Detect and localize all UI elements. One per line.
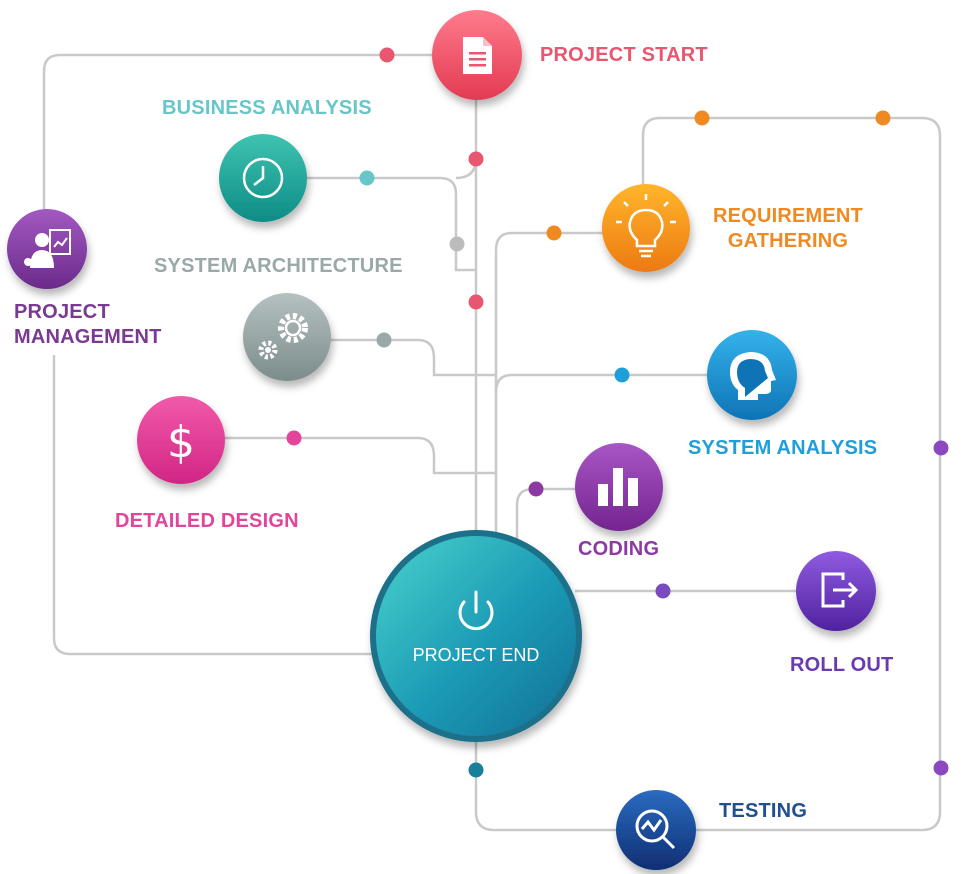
system-architecture-label: SYSTEM ARCHITECTURE <box>154 255 403 277</box>
business-analysis-node[interactable] <box>219 134 307 222</box>
roll-out-node[interactable] <box>796 551 876 631</box>
roll-out-label: ROLL OUT <box>790 654 894 676</box>
connector-dots <box>286 47 949 778</box>
gears-icon <box>258 313 308 360</box>
manager-icon <box>24 229 71 268</box>
head-icon <box>730 352 776 400</box>
system-analysis-label: SYSTEM ANALYSIS <box>688 437 878 459</box>
project-start-label: PROJECT START <box>540 44 708 66</box>
coding-node[interactable] <box>575 443 663 531</box>
project-end-node[interactable] <box>370 530 582 742</box>
project-management-node[interactable] <box>7 209 87 289</box>
detailed-design-node[interactable]: $ <box>137 396 225 484</box>
project-start-node[interactable] <box>432 10 522 100</box>
project-management-label: PROJECT MANAGEMENT <box>14 301 162 348</box>
connector-lines <box>42 53 942 832</box>
bar-chart-icon <box>598 468 638 506</box>
dollar-icon: $ <box>167 417 195 468</box>
power-icon <box>458 590 494 631</box>
project-end-label: PROJECT END <box>412 645 540 665</box>
document-icon <box>463 37 492 74</box>
requirement-gathering-label: REQUIREMENT GATHERING <box>713 205 863 252</box>
coding-label: CODING <box>578 538 660 560</box>
requirement-gathering-node[interactable] <box>602 184 690 272</box>
testing-node[interactable] <box>616 790 696 870</box>
system-architecture-node[interactable] <box>243 293 331 381</box>
system-analysis-node[interactable] <box>707 330 797 420</box>
business-analysis-label: BUSINESS ANALYSIS <box>162 97 372 119</box>
magnifier-icon <box>635 809 676 850</box>
testing-label: TESTING <box>719 800 808 822</box>
clock-icon <box>242 157 284 199</box>
lightbulb-icon <box>616 194 676 258</box>
detailed-design-label: DETAILED DESIGN <box>115 510 299 532</box>
export-icon <box>821 572 859 608</box>
